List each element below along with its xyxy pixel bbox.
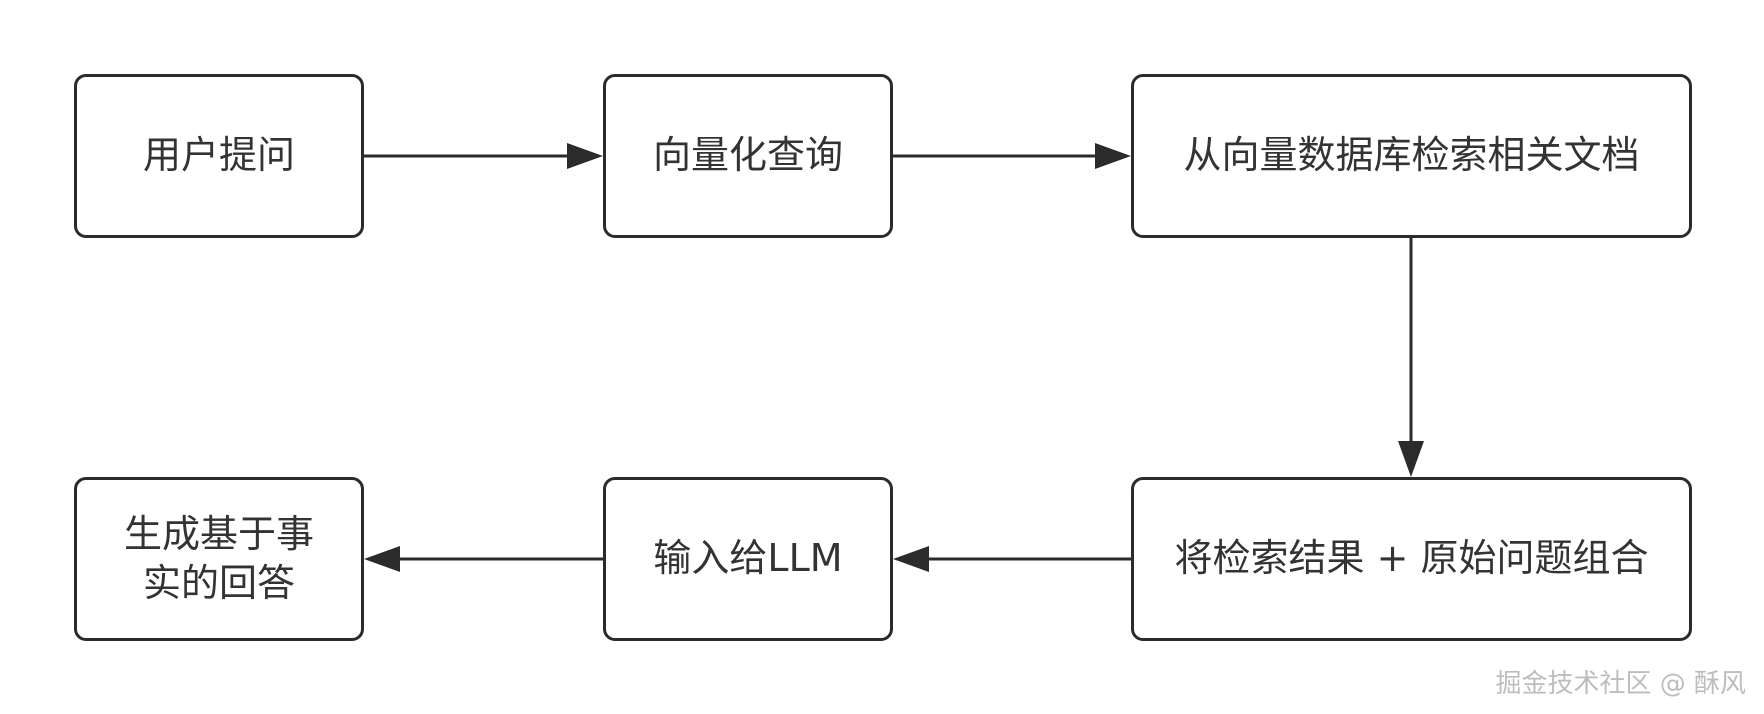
node-input-to-llm: 输入给LLM [603,477,893,641]
node-label: 用户提问 [142,133,295,178]
node-combine-results: 将检索结果 + 原始问题组合 [1131,477,1692,641]
node-vectorize-query: 向量化查询 [603,74,893,238]
node-retrieve-documents: 从向量数据库检索相关文档 [1131,74,1692,238]
node-label: 从向量数据库检索相关文档 [1183,133,1640,178]
arrowhead-b2-b3 [1095,143,1131,169]
arrowhead-b1-b2 [567,143,603,169]
arrowhead-b5-b6 [364,546,400,572]
node-label: 向量化查询 [652,133,843,178]
arrowhead-b3-b4 [1398,441,1424,477]
node-user-question: 用户提问 [74,74,364,238]
arrowhead-b4-b5 [893,546,929,572]
watermark: 掘金技术社区 @ 酥风 [1495,669,1746,699]
node-label: 将检索结果 + 原始问题组合 [1174,536,1649,581]
node-label: 生成基于事实的回答 [123,511,314,605]
node-label: 输入给LLM [653,536,843,581]
node-generate-answer: 生成基于事实的回答 [74,477,364,641]
